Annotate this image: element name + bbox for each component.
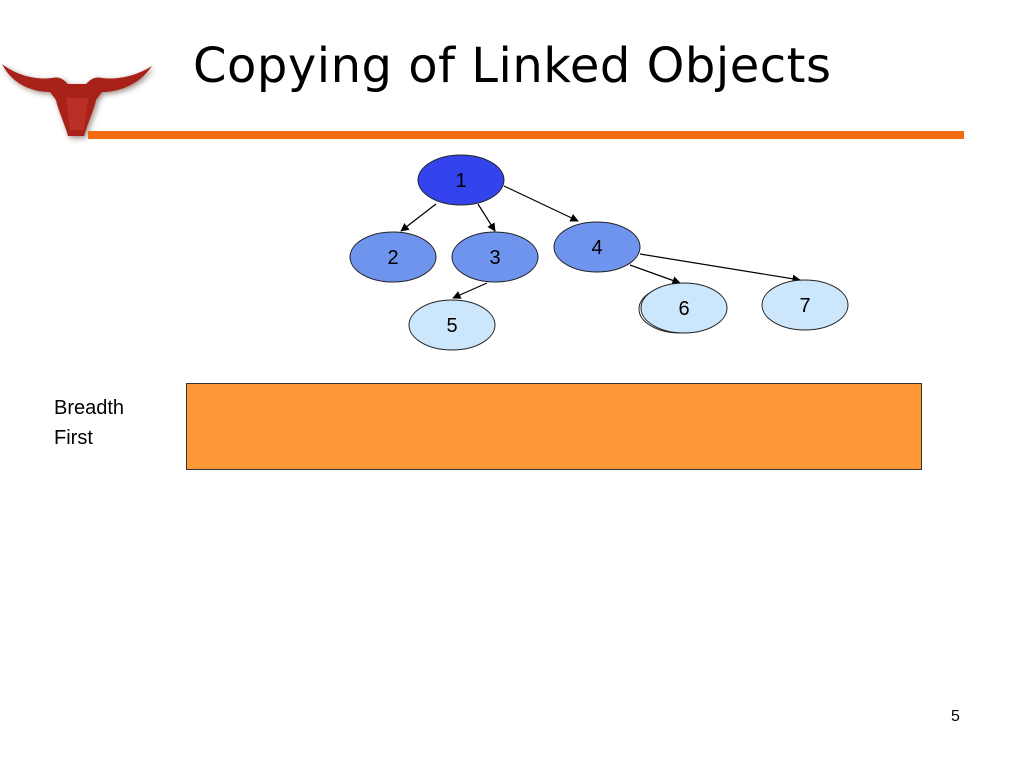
edge-4-7 <box>639 253 801 283</box>
node-4: 4 <box>553 221 641 273</box>
page-number: 5 <box>951 708 960 725</box>
breadth-first-label-line-2: First <box>54 427 93 449</box>
node-7: 7 <box>761 279 849 331</box>
slide-title: Copying of Linked Objects <box>193 38 832 94</box>
node-1: 1 <box>417 154 505 206</box>
node-6-label: 6 <box>678 298 689 320</box>
edge-1-3 <box>477 203 496 232</box>
longhorn-logo <box>2 64 154 138</box>
node-4-label: 4 <box>591 237 602 259</box>
node-5: 5 <box>408 299 496 351</box>
node-6: 6 <box>638 282 728 334</box>
breadth-first-label-line-1: Breadth <box>54 397 125 419</box>
title-underline <box>88 131 964 139</box>
node-3-label: 3 <box>489 247 500 269</box>
traversal-order-box <box>186 383 922 470</box>
node-3: 3 <box>451 231 539 283</box>
node-7-label: 7 <box>799 295 810 317</box>
edge-4-6 <box>629 264 681 285</box>
edge-1-4 <box>503 185 579 222</box>
node-1-label: 1 <box>455 170 466 192</box>
node-2: 2 <box>349 231 437 283</box>
edge-1-2 <box>400 203 437 232</box>
breadth-first-label: Breadth First <box>54 393 124 453</box>
edge-3-5 <box>452 282 488 299</box>
node-5-label: 5 <box>446 315 457 337</box>
node-2-label: 2 <box>387 247 398 269</box>
